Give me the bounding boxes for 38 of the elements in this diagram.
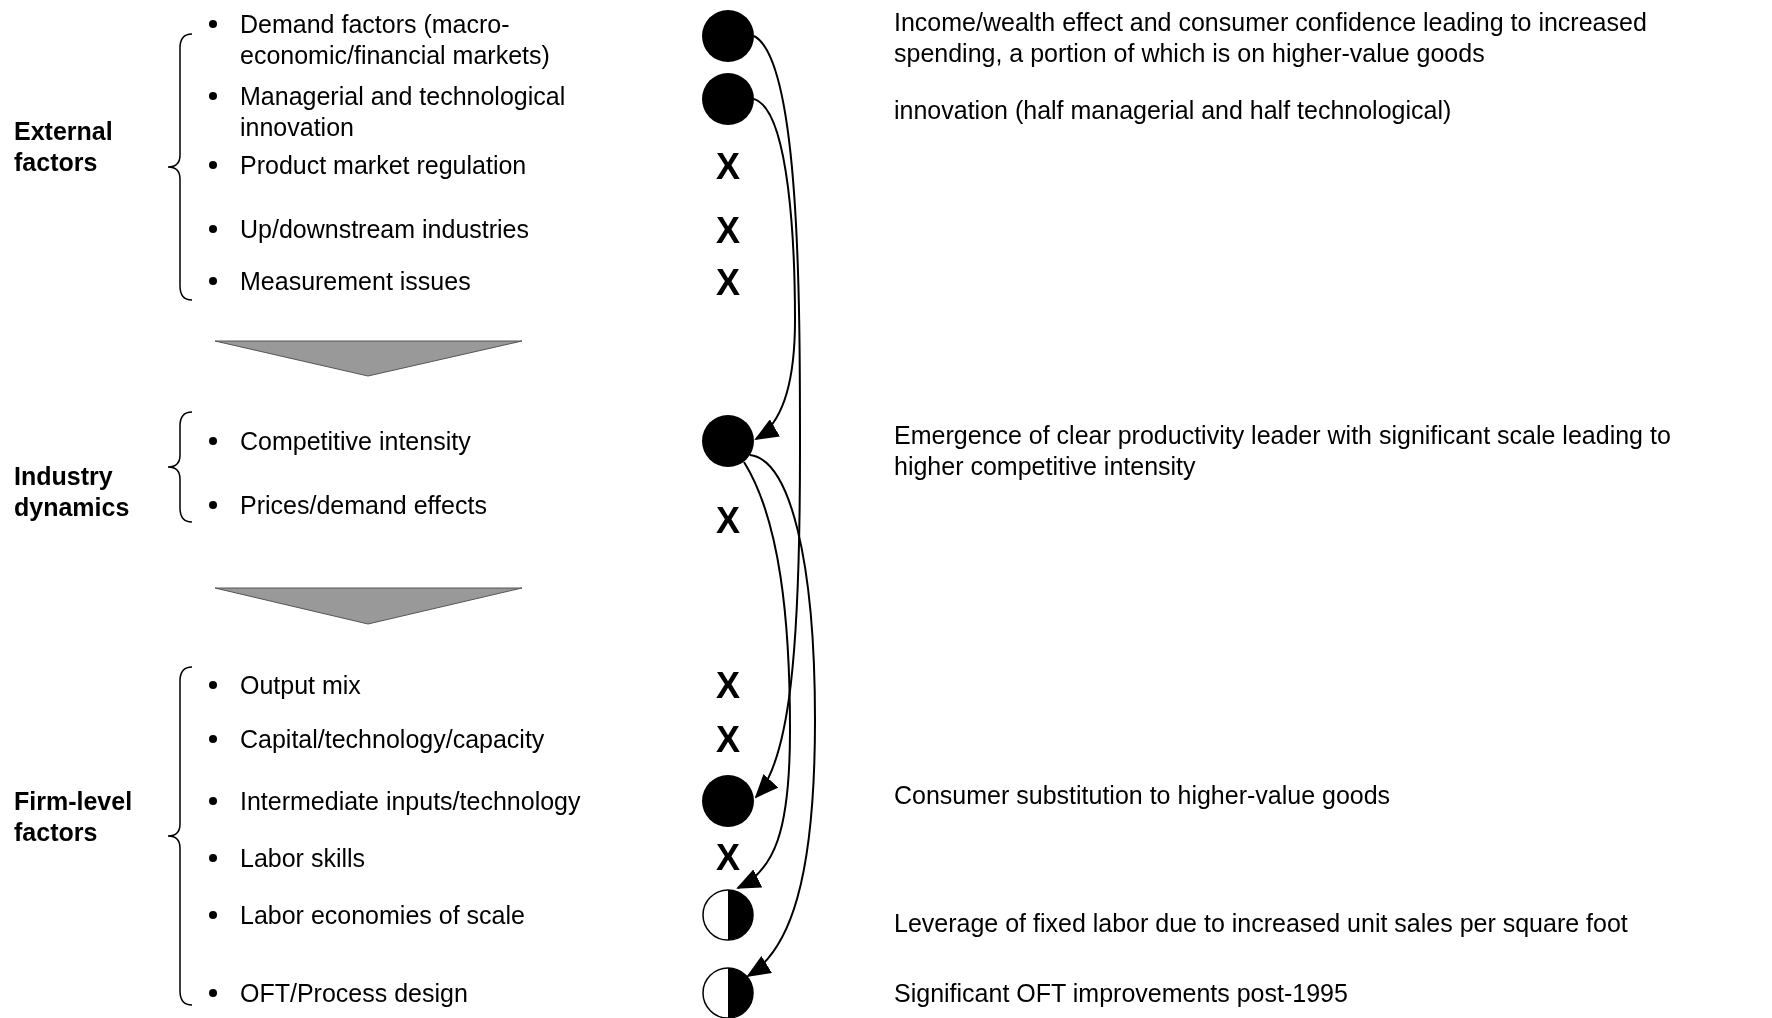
list-item-text: Labor skills <box>240 842 367 874</box>
filled-circle <box>702 73 754 125</box>
x-mark: X <box>716 667 740 705</box>
curved-arrow <box>753 35 801 799</box>
group-heading: Industry dynamics <box>14 461 131 523</box>
half-filled-circle <box>702 889 754 941</box>
filled-circle <box>702 775 754 827</box>
list-item-text: Output mix <box>240 669 362 701</box>
list-item-text: Intermediate inputs/technology <box>240 785 582 817</box>
curved-arrow <box>753 98 796 441</box>
description-text: Income/wealth effect and consumer confidence leading to increased spending, a portion of which is on higher-value goods <box>894 7 1648 69</box>
list-item-text: Measurement issues <box>240 265 472 297</box>
curved-arrow <box>736 461 791 889</box>
list-item-text: Product market regulation <box>240 149 528 181</box>
filled-circle <box>702 10 754 62</box>
description-text: Consumer substitution to higher-value goods <box>894 779 1392 811</box>
list-item-text: Managerial and technological innovation <box>240 81 567 143</box>
description-text: innovation (half managerial and half technological) <box>894 94 1453 126</box>
list-item-text: Up/downstream industries <box>240 213 530 245</box>
list-item-text: Demand factors (macro-economic/financial markets) <box>240 9 551 71</box>
x-mark: X <box>716 839 740 877</box>
description-text: Leverage of fixed labor due to increased unit sales per square foot <box>894 907 1629 939</box>
description-text: Significant OFT improvements post-1995 <box>894 977 1349 1009</box>
list-item-text: OFT/Process design <box>240 977 469 1009</box>
curved-arrow <box>746 454 816 978</box>
list-item-text: Labor economies of scale <box>240 899 526 931</box>
filled-circle <box>702 415 754 467</box>
x-mark: X <box>716 721 740 759</box>
x-mark: X <box>716 148 740 186</box>
x-mark: X <box>716 502 740 540</box>
x-mark: X <box>716 264 740 302</box>
list-item-text: Capital/technology/capacity <box>240 723 546 755</box>
description-text: Emergence of clear productivity leader with significant scale leading to higher competitive intensity <box>894 420 1672 482</box>
list-item-text: Prices/demand effects <box>240 489 488 521</box>
x-mark: X <box>716 212 740 250</box>
list-item-text: Competitive intensity <box>240 425 472 457</box>
group-heading: Firm-level factors <box>14 786 134 848</box>
group-heading: External factors <box>14 116 114 178</box>
